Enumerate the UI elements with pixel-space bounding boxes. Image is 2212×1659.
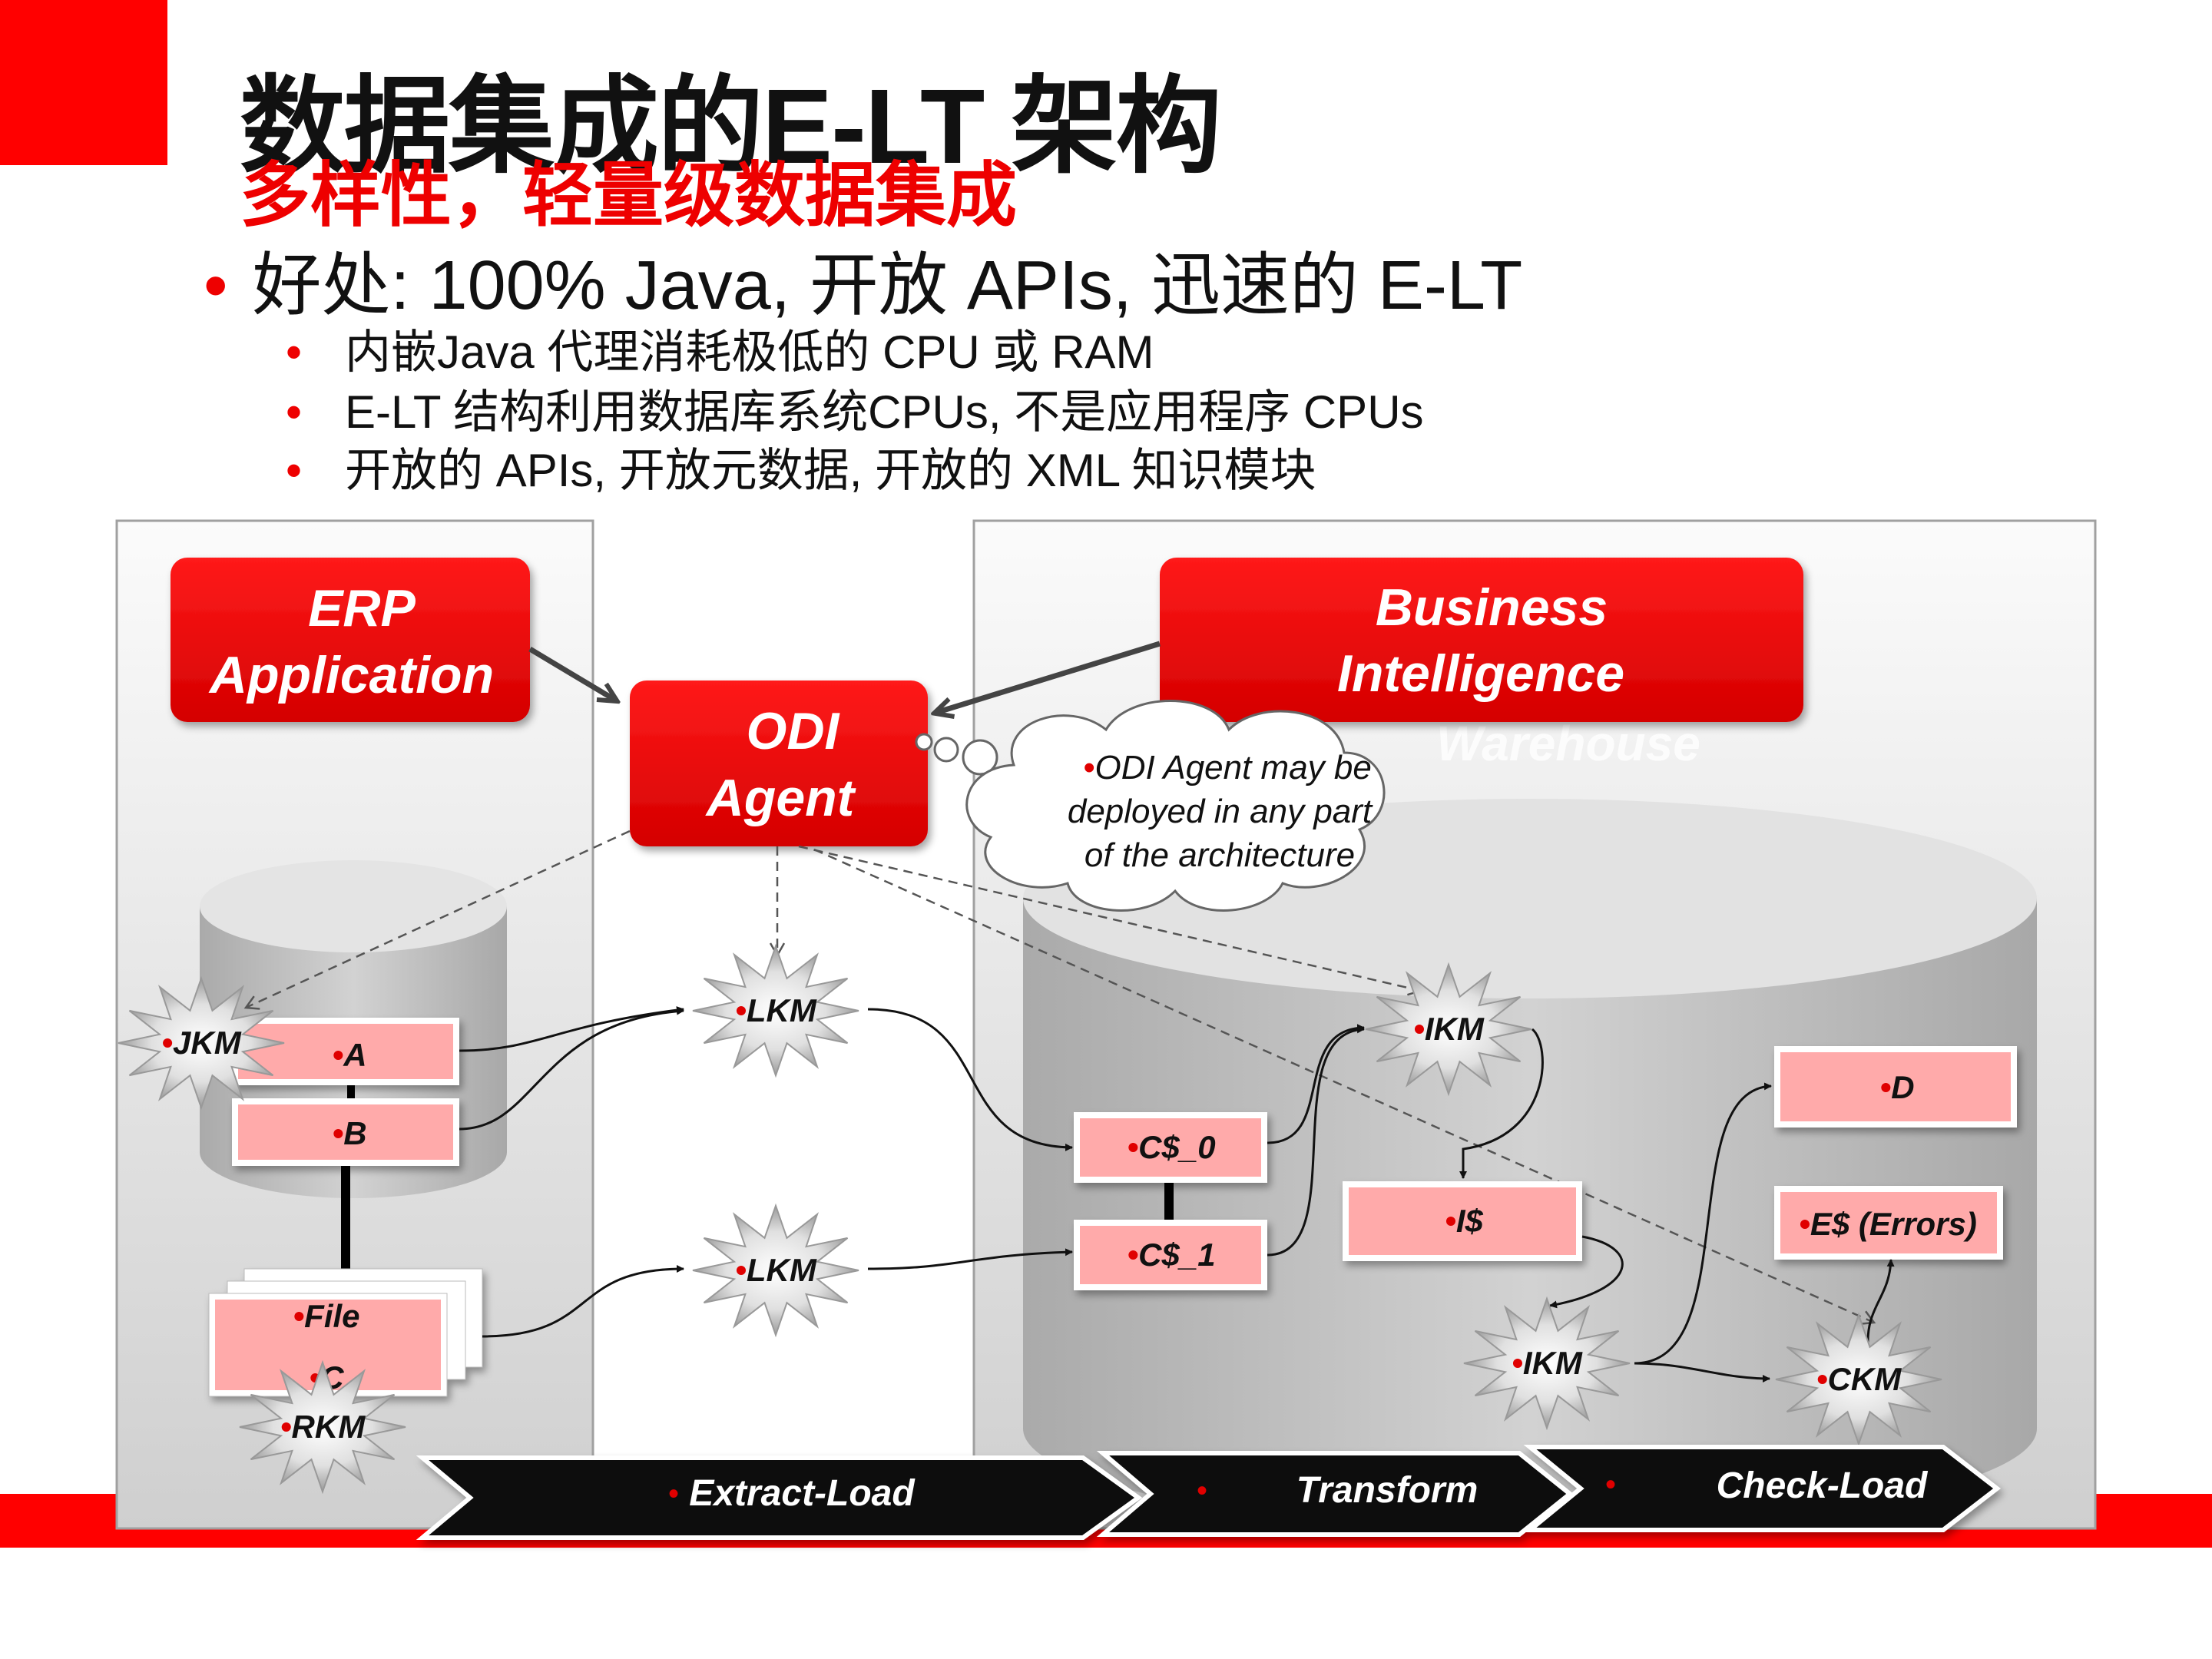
erp-label-line1: ERP <box>308 579 416 637</box>
staging-table-c1 <box>1074 1220 1267 1290</box>
table-b-label: •B <box>332 1115 366 1151</box>
ckm-to-e-arrow <box>1866 1259 1895 1346</box>
file-label: •File <box>293 1298 359 1334</box>
page-title: 数据集成的E-LT 架构 <box>240 68 1222 186</box>
erp-application-box <box>171 558 530 722</box>
lkm-to-c1-arrow <box>867 1248 1073 1270</box>
phase-chevron-transform <box>1096 1451 1574 1537</box>
phase-chevron-check-load <box>1523 1445 2001 1532</box>
erp-to-agent-arrow <box>528 646 616 700</box>
km-label-ikm2: •IKM <box>1512 1345 1583 1381</box>
brand-corner-block <box>0 0 167 165</box>
e-label: •E$ (Errors) <box>1799 1206 1977 1242</box>
source-table-b <box>232 1098 459 1166</box>
bullet-main-text: 好处: 100% Java, 开放 APIs, 迅速的 E-LT <box>252 247 1523 324</box>
cloud-text-line1: •ODI Agent may be <box>1083 749 1372 786</box>
km-label-ikm1: •IKM <box>1413 1011 1485 1047</box>
c0-label: •C$_0 <box>1127 1129 1215 1165</box>
phase-bullet: • <box>1605 1468 1616 1502</box>
error-table-e <box>1774 1186 2003 1260</box>
sub-bullet: • 内嵌Java 代理消耗极低的 CPU 或 RAM <box>286 315 1154 382</box>
sub-bullet-text: 内嵌Java 代理消耗极低的 CPU 或 RAM <box>345 326 1154 378</box>
sub-bullet-text: 开放的 APIs, 开放元数据, 开放的 XML 知识模块 <box>345 445 1316 496</box>
c1-to-ikm-arrow <box>1267 1025 1365 1257</box>
table-a-label: •A <box>332 1037 366 1073</box>
a-to-lkm-arrow <box>459 1006 684 1052</box>
km-label-rkm: •RKM <box>280 1409 366 1445</box>
bi-label-line2: Intelligence <box>1337 644 1624 703</box>
lkm-to-c0-arrow <box>867 1008 1073 1151</box>
target-table-d <box>1774 1046 2017 1128</box>
deployment-note-cloud <box>915 700 1386 912</box>
phase-bullet: • <box>1197 1474 1207 1508</box>
bullet-main: • 好处: 100% Java, 开放 APIs, 迅速的 E-LT <box>204 229 1522 329</box>
c1-label: •C$_1 <box>1127 1237 1215 1273</box>
km-label-ckm: •CKM <box>1816 1361 1902 1397</box>
km-star-ikm1 <box>1365 962 1532 1097</box>
phase-label-extract-load: Extract-Load <box>689 1473 916 1514</box>
c0-c1-link <box>1164 1183 1174 1223</box>
bullet-dot: • <box>286 326 303 378</box>
c0-to-ikm-arrow <box>1267 1024 1365 1144</box>
phase-chevron-extract-load <box>416 1455 1143 1540</box>
odi-agent-box <box>630 680 928 846</box>
ikm2-to-ckm-arrow <box>1634 1362 1770 1382</box>
b-to-lkm-arrow <box>459 1007 684 1131</box>
km-star-ikm2 <box>1463 1296 1631 1431</box>
file-to-lkm-arrow <box>482 1265 684 1338</box>
phase-chevrons <box>416 1445 2001 1540</box>
i-to-ikm2-arrow <box>1549 1235 1624 1309</box>
phase-label-check-load: Check-Load <box>1717 1465 1929 1506</box>
km-star-rkm <box>239 1359 406 1495</box>
km-label-lkm2: •LKM <box>735 1252 817 1288</box>
staging-table-c0 <box>1074 1112 1267 1183</box>
km-label-lkm1: •LKM <box>735 992 817 1028</box>
cloud-text-line3: of the architecture <box>1084 836 1355 874</box>
bullet-dot: • <box>286 445 303 496</box>
km-label-jkm: •JKM <box>161 1025 241 1061</box>
i-label: •I$ <box>1445 1203 1483 1239</box>
d-label: •D <box>1879 1069 1914 1105</box>
ikm-to-i-arrow <box>1459 1028 1544 1179</box>
integration-table-i <box>1343 1181 1582 1261</box>
sub-bullet: • E-LT 结构利用数据库系统CPUs, 不是应用程序 CPUs <box>286 375 1424 442</box>
erp-label-line2: Application <box>208 646 494 704</box>
bi-label-line1: Business <box>1376 578 1608 637</box>
a-b-link <box>347 1085 355 1099</box>
km-star-lkm1 <box>692 943 859 1078</box>
b-file-link <box>341 1166 350 1273</box>
km-star-jkm <box>118 975 285 1111</box>
phase-bullet: • <box>668 1477 679 1511</box>
cloud-text-line2: deployed in any part <box>1068 793 1373 830</box>
bullet-dot: • <box>286 386 303 438</box>
bullet-dot: • <box>204 247 228 324</box>
agent-label-line2: Agent <box>705 769 856 827</box>
bi-to-agent-arrow <box>935 641 1161 713</box>
page-subtitle: 多样性，轻量级数据集成 <box>240 157 1018 235</box>
business-intelligence-box <box>1160 558 1803 722</box>
agent-label-line1: ODI <box>747 702 841 760</box>
warehouse-ghost-label: Warehouse <box>1436 716 1700 771</box>
agent-to-jkm-dashed-line <box>243 830 631 1010</box>
sub-bullet-text: E-LT 结构利用数据库系统CPUs, 不是应用程序 CPUs <box>345 386 1424 438</box>
sub-bullet: • 开放的 APIs, 开放元数据, 开放的 XML 知识模块 <box>286 433 1316 500</box>
agent-to-ckm-dashed-line <box>813 848 1876 1325</box>
phase-label-transform: Transform <box>1296 1470 1479 1511</box>
ikm2-to-d-arrow <box>1634 1082 1772 1365</box>
km-star-lkm2 <box>692 1203 859 1338</box>
km-star-ckm <box>1775 1312 1942 1447</box>
